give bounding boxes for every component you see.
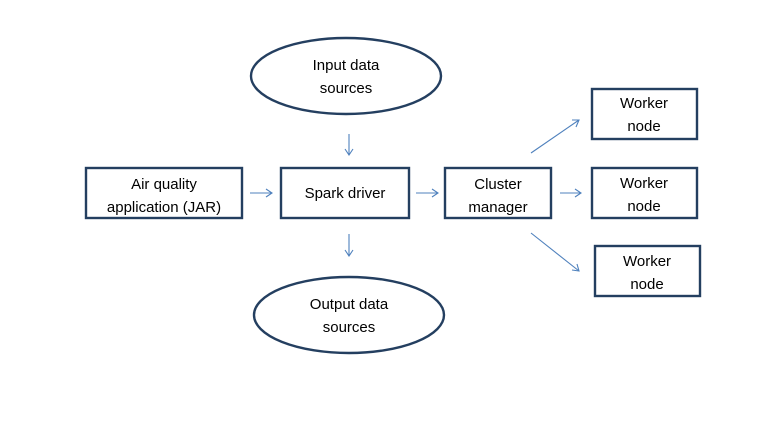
arrow-cluster-manager-to-worker-1 — [530, 119, 580, 154]
cluster-manager-label-line2: manager — [468, 199, 527, 216]
worker-node-2: Worker node — [590, 166, 699, 220]
arrow-app-to-driver — [250, 188, 273, 198]
worker-node-3-label-line1: Worker — [623, 253, 671, 270]
arrow-cluster-manager-to-worker-2 — [560, 188, 582, 198]
output-data-sources-label-line1: Output data — [310, 296, 389, 313]
arrow-driver-to-output — [344, 234, 354, 257]
input-data-sources-label-line2: sources — [320, 80, 373, 97]
worker-node-3-label-line2: node — [630, 276, 663, 293]
worker-node-1-label-line1: Worker — [620, 95, 668, 112]
output-data-sources-node: Output data sources — [252, 275, 446, 355]
worker-node-3: Worker node — [593, 244, 702, 298]
worker-node-2-label-line1: Worker — [620, 175, 668, 192]
arrow-driver-to-cluster-manager — [416, 188, 439, 198]
worker-node-2-label-line2: node — [627, 198, 660, 215]
worker-node-1: Worker node — [590, 87, 699, 141]
air-quality-application-label-line1: Air quality — [131, 176, 197, 193]
spark-driver-label: Spark driver — [305, 185, 386, 202]
arrow-input-to-driver — [344, 134, 354, 156]
arrow-cluster-manager-to-worker-3 — [530, 232, 580, 272]
worker-node-1-label-line2: node — [627, 118, 660, 135]
input-data-sources-node: Input data sources — [249, 36, 443, 116]
air-quality-application-label-line2: application (JAR) — [107, 199, 221, 216]
cluster-manager-label-line1: Cluster — [474, 176, 522, 193]
input-data-sources-label-line1: Input data — [313, 57, 380, 74]
output-data-sources-label-line2: sources — [323, 319, 376, 336]
cluster-manager-node: Cluster manager — [443, 166, 553, 220]
spark-driver-node: Spark driver — [279, 166, 411, 220]
air-quality-application-node: Air quality application (JAR) — [84, 166, 244, 220]
